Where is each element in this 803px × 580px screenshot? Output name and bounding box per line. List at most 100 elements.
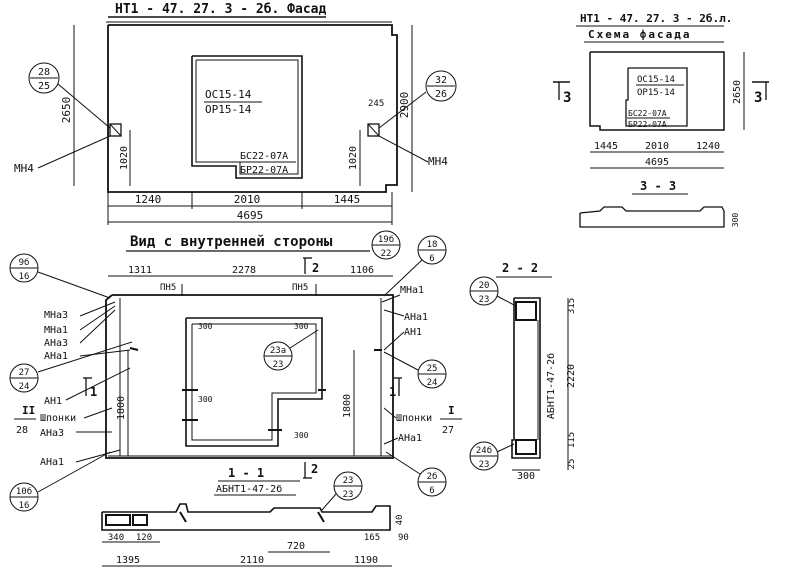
section-mark-right: 3 bbox=[754, 90, 762, 106]
mark-left: МН4 bbox=[14, 162, 34, 175]
section-1-1: 2 1 - 1 АБНТ1-47-2б 340 120 720 1395 211… bbox=[101, 462, 409, 567]
callout-mid-right-b: 24 bbox=[427, 378, 438, 388]
scheme-total: 4695 bbox=[645, 157, 669, 168]
inner-view-title: Вид с внутренней стороны bbox=[130, 234, 333, 250]
sec11-dim-720: 720 bbox=[287, 541, 305, 552]
callout-bottom-left-b: 16 bbox=[19, 501, 30, 511]
section-2-mark-bottom: 2 bbox=[311, 462, 318, 476]
door-code-1: БС22-07А bbox=[240, 151, 288, 162]
section-2-2-dim-2220: 2220 bbox=[566, 364, 577, 388]
left-label-2: МНа1 bbox=[44, 325, 68, 336]
left-label-4: АНа1 bbox=[44, 351, 68, 362]
callout-leader bbox=[385, 451, 421, 475]
sec11-dim-1395: 1395 bbox=[116, 555, 140, 566]
scheme-door-1: БС22-07А bbox=[628, 109, 667, 118]
profile-hatch-left bbox=[105, 514, 131, 526]
section-2-2-profile bbox=[511, 297, 541, 459]
section-mark-2: 2 bbox=[312, 261, 319, 275]
label-leader bbox=[65, 367, 131, 401]
section-2-2: 2 - 2 300 315 2220 115 25 АБНТ1-47-2б 20… bbox=[469, 261, 577, 482]
profile-mark bbox=[179, 511, 187, 523]
section-2-2-dim-315: 315 bbox=[567, 298, 577, 314]
bottom-dim-1: 1240 bbox=[135, 193, 162, 206]
callout-left bbox=[28, 62, 60, 94]
section-mark-1-right: 1 bbox=[389, 385, 396, 399]
scheme-dim-1: 1445 bbox=[594, 141, 618, 152]
callout-right-bottom: 26 bbox=[435, 89, 447, 100]
label-leader bbox=[79, 349, 131, 357]
mark-left-leader bbox=[37, 135, 111, 169]
section-2-2-label: АБНТ1-47-2б bbox=[545, 353, 557, 419]
callout-right-leader bbox=[378, 91, 427, 129]
left-label-3: АНа3 bbox=[44, 338, 68, 349]
right-label-1: МНа1 bbox=[400, 285, 424, 296]
main-facade-title: НТ1 - 47. 27. 3 - 2б. Фасад bbox=[115, 2, 326, 17]
left-mid-label: АН1 bbox=[44, 396, 62, 407]
callout-top-right-a-2: 22 bbox=[381, 249, 392, 259]
left-lower-2: АНа1 bbox=[40, 457, 64, 468]
callout-leader bbox=[383, 351, 419, 371]
opening-mark-2: 300 bbox=[294, 322, 309, 331]
label-leader bbox=[75, 449, 121, 463]
label-leader bbox=[79, 309, 116, 344]
dim-1800-right: 1800 bbox=[342, 394, 353, 418]
callout-bottom-left-a: 10б bbox=[16, 486, 32, 497]
section-2-2-dim-115: 115 bbox=[567, 432, 577, 448]
small-245: 245 bbox=[368, 99, 384, 109]
total-width: 4695 bbox=[237, 209, 264, 222]
main-facade: НТ1 - 47. 27. 3 - 2б. Фасад ОС15-14 ОР15… bbox=[14, 2, 457, 225]
scheme-window-1: ОС15-14 bbox=[637, 75, 675, 85]
pn-label-2: ПН5 bbox=[292, 283, 308, 293]
left-lower-1: АНа3 bbox=[40, 428, 64, 439]
height-mark-left: 1020 bbox=[119, 146, 130, 170]
window-opening bbox=[191, 55, 303, 179]
label-leader bbox=[381, 294, 401, 303]
sec22-callout-top-a: 20 bbox=[479, 281, 490, 291]
callout-right bbox=[425, 70, 457, 102]
section-1-1-title: 1 - 1 bbox=[228, 466, 264, 480]
callout-leader bbox=[37, 271, 111, 299]
profile-mark bbox=[317, 511, 325, 523]
top-dim-1: 1311 bbox=[128, 265, 152, 276]
callout-left-leader bbox=[57, 83, 111, 129]
sec11-callout-b: 23 bbox=[343, 490, 354, 500]
label-leader bbox=[79, 305, 116, 331]
callout-leader bbox=[383, 259, 423, 297]
callout-top-right-b-2: 6 bbox=[429, 254, 434, 264]
center-callout-top: 23а bbox=[270, 346, 286, 356]
section-3-3-profile bbox=[579, 206, 725, 228]
sec11-dim-1190: 1190 bbox=[354, 555, 378, 566]
right-label-2: АНа1 bbox=[404, 312, 428, 323]
top-dim-3: 1106 bbox=[350, 265, 374, 276]
shponki-right: Шпонки bbox=[396, 413, 432, 424]
opening-mark-4: 300 bbox=[294, 431, 309, 440]
section-2-2-dim-25: 25 bbox=[567, 459, 577, 470]
shponki-left: Шпонки bbox=[40, 413, 76, 424]
roman-right: I bbox=[448, 404, 455, 417]
window-code-2: ОР15-14 bbox=[205, 103, 252, 116]
window-opening-inner bbox=[195, 59, 299, 175]
pn-label-1: ПН5 bbox=[160, 283, 176, 293]
callout-top-right-a-1: 19б bbox=[378, 234, 394, 245]
roman-left-bottom: 28 bbox=[16, 425, 28, 436]
callout-leader bbox=[321, 493, 337, 511]
callout-bottom-right-b: 6 bbox=[429, 486, 434, 496]
callout-leader bbox=[496, 443, 515, 453]
height-mark-right: 1020 bbox=[348, 146, 359, 170]
anchor-right-cross bbox=[367, 123, 380, 137]
label-leader bbox=[383, 437, 399, 445]
scheme-opening bbox=[625, 67, 688, 127]
anchor-right bbox=[367, 123, 380, 137]
callout-mid-right-a: 25 bbox=[427, 364, 438, 374]
label-leader bbox=[79, 301, 116, 317]
section-3-3-dim: 300 bbox=[731, 213, 740, 228]
sec11-callout-a: 23 bbox=[343, 476, 354, 486]
callout-leader bbox=[289, 329, 319, 349]
inner-panel bbox=[105, 294, 394, 459]
door-code-2: БР22-07А bbox=[240, 165, 288, 176]
section-mark-1-left: 1 bbox=[90, 385, 97, 399]
sec11-dim-90: 90 bbox=[398, 533, 409, 543]
scheme-dim-2: 2010 bbox=[645, 141, 669, 152]
sec11-dim-40: 40 bbox=[395, 515, 405, 526]
